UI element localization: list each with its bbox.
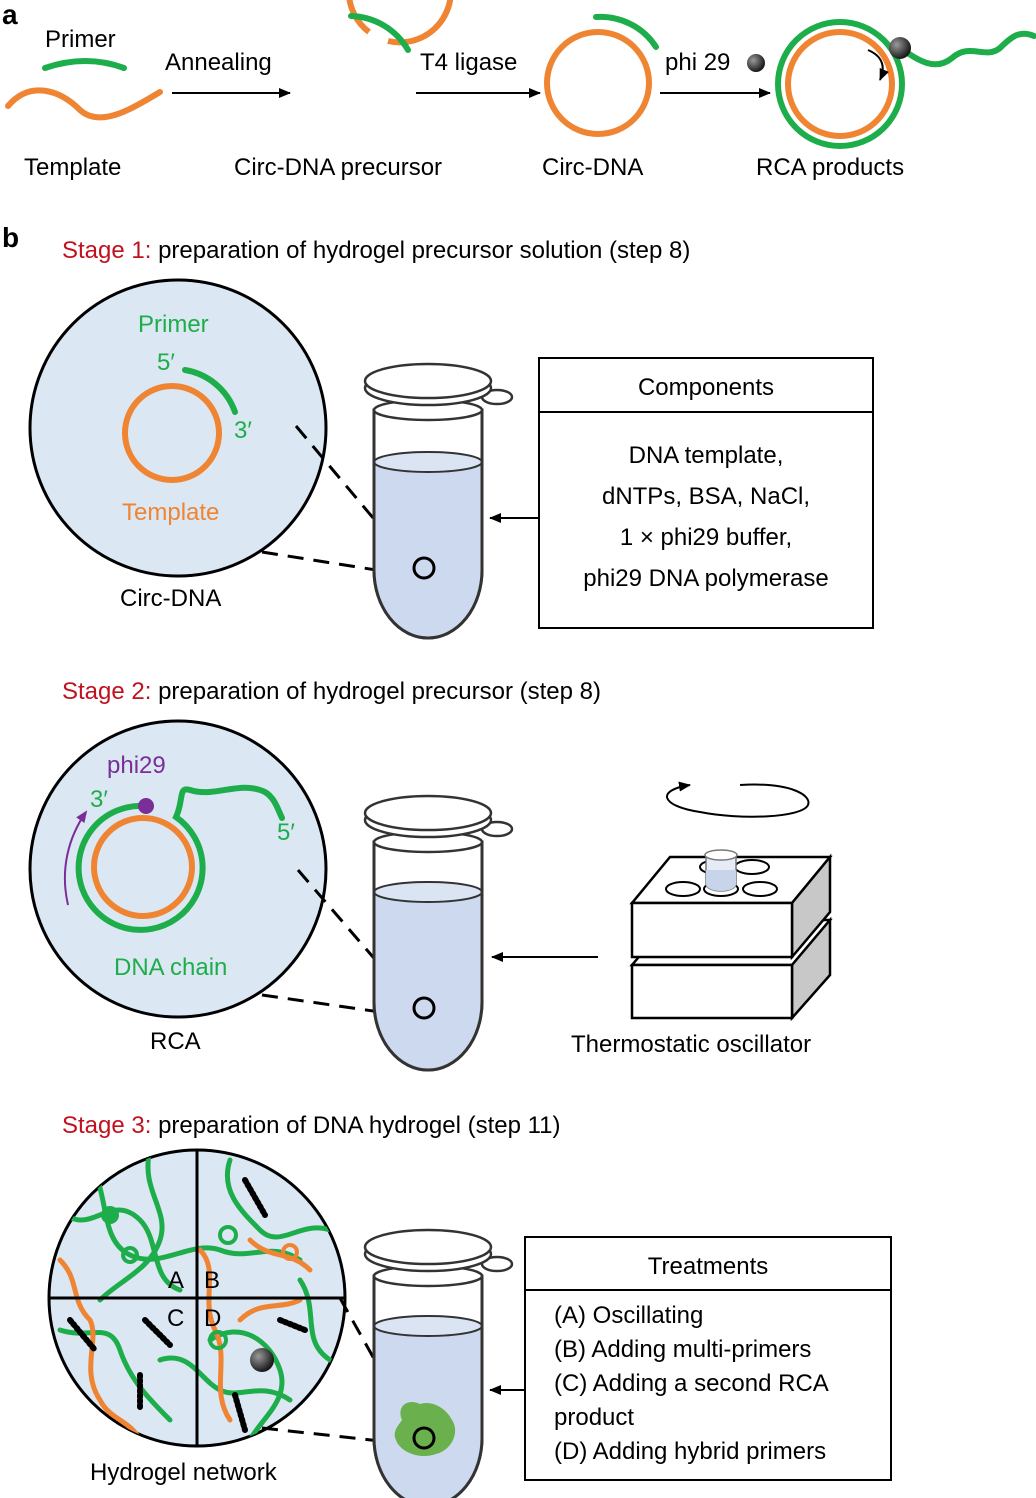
stage1-zoom-line-top	[294, 425, 412, 563]
components-header: Components	[638, 374, 774, 401]
phi29-polymerase-ball	[747, 54, 765, 72]
stage1-primer-label: Primer	[138, 311, 209, 338]
stage1-prefix: Stage 1:	[62, 237, 151, 264]
rca-template-circle	[785, 29, 895, 139]
panel-b-letter: b	[2, 222, 19, 253]
stage2-five-prime: 5′	[277, 819, 295, 846]
thermostatic-oscillator	[629, 849, 833, 1022]
precursor-primer	[348, 13, 411, 53]
stage1-tube	[363, 362, 514, 640]
stage2-prefix: Stage 2:	[62, 678, 151, 705]
stage2-title: preparation of hydrogel precursor (step …	[151, 678, 601, 705]
quadrant-a-label: A	[168, 1267, 184, 1294]
stage2-heading: Stage 2: preparation of hydrogel precurs…	[62, 678, 601, 705]
component-item-0: DNA template,	[629, 442, 784, 469]
panel-a-letter: a	[2, 0, 18, 30]
treatment-item-4: (D) Adding hybrid primers	[554, 1438, 826, 1465]
components-box	[538, 357, 874, 629]
circ-dna-primer	[593, 13, 659, 50]
stage2-phi29-label: phi29	[107, 752, 166, 779]
rca-product-tail	[897, 30, 1036, 68]
treatment-item-3: product	[554, 1404, 634, 1431]
stage1-template-label: Template	[122, 499, 219, 526]
component-item-3: phi29 DNA polymerase	[583, 565, 828, 592]
stage2-zoom-circle	[28, 719, 328, 1019]
stage3-tube	[363, 1228, 514, 1498]
stage1-title: preparation of hydrogel precursor soluti…	[151, 237, 690, 264]
circ-dna-label: Circ-DNA	[542, 154, 643, 181]
oscillator-label: Thermostatic oscillator	[571, 1031, 811, 1058]
stage3-prefix: Stage 3:	[62, 1112, 151, 1139]
component-item-1: dNTPs, BSA, NaCl,	[602, 483, 810, 510]
treatments-header: Treatments	[648, 1253, 768, 1280]
stage2-caption: RCA	[150, 1028, 201, 1055]
phi29-label: phi 29	[665, 49, 730, 76]
template-label: Template	[24, 154, 121, 181]
stage3-heading: Stage 3: preparation of DNA hydrogel (st…	[62, 1112, 561, 1139]
stage2-phi29-dot	[138, 798, 154, 814]
precursor-circle	[346, 0, 454, 46]
stage2-dna-chain-label: DNA chain	[114, 954, 227, 981]
stage1-template-circle	[122, 383, 222, 483]
stage2-tube	[363, 794, 514, 1072]
primer-label: Primer	[45, 26, 116, 53]
primer-strand	[42, 58, 127, 71]
stage1-five-prime: 5′	[157, 349, 175, 376]
component-item-2: 1 × phi29 buffer,	[620, 524, 792, 551]
treatments-box	[524, 1236, 892, 1481]
t4-ligase-label: T4 ligase	[420, 49, 517, 76]
annealing-label: Annealing	[165, 49, 272, 76]
stage3-tube-dna-marker	[412, 1426, 436, 1450]
stage2-tube-dna-marker	[412, 996, 436, 1020]
stage3-polymerase-ball	[250, 1348, 274, 1372]
stage1-heading: Stage 1: preparation of hydrogel precurs…	[62, 237, 690, 264]
stage3-title: preparation of DNA hydrogel (step 11)	[151, 1112, 560, 1139]
rca-products-label: RCA products	[756, 154, 904, 181]
stage1-caption: Circ-DNA	[120, 585, 221, 612]
stage1-zoom-circle	[28, 278, 328, 578]
stage2-rotation-arrow	[63, 810, 88, 906]
rca-rotation-arrow	[867, 49, 889, 81]
treatment-item-1: (B) Adding multi-primers	[554, 1336, 811, 1363]
stage2-dna-chain	[75, 784, 285, 933]
oscillator-rotation-arrow	[666, 781, 810, 818]
circ-dna-precursor-label: Circ-DNA precursor	[234, 154, 442, 181]
stage2-template-circle	[91, 815, 195, 919]
stage1-primer-strand	[182, 367, 238, 415]
rca-product-circle	[775, 19, 905, 149]
stage1-tube-dna-marker	[412, 556, 436, 580]
quadrant-b-label: B	[204, 1267, 220, 1294]
circ-dna-circle	[544, 29, 652, 137]
stage3-caption: Hydrogel network	[90, 1459, 278, 1486]
hydrogel-network	[57, 1150, 333, 1443]
treatment-item-2: (C) Adding a second RCA	[554, 1370, 829, 1397]
stage1-three-prime: 3′	[234, 417, 252, 444]
treatment-item-0: (A) Oscillating	[554, 1302, 703, 1329]
rca-polymerase-ball	[889, 37, 911, 59]
quadrant-d-label: D	[204, 1305, 221, 1332]
template-strand	[5, 87, 163, 121]
stage2-three-prime: 3′	[90, 786, 108, 813]
quadrant-c-label: C	[167, 1305, 184, 1332]
